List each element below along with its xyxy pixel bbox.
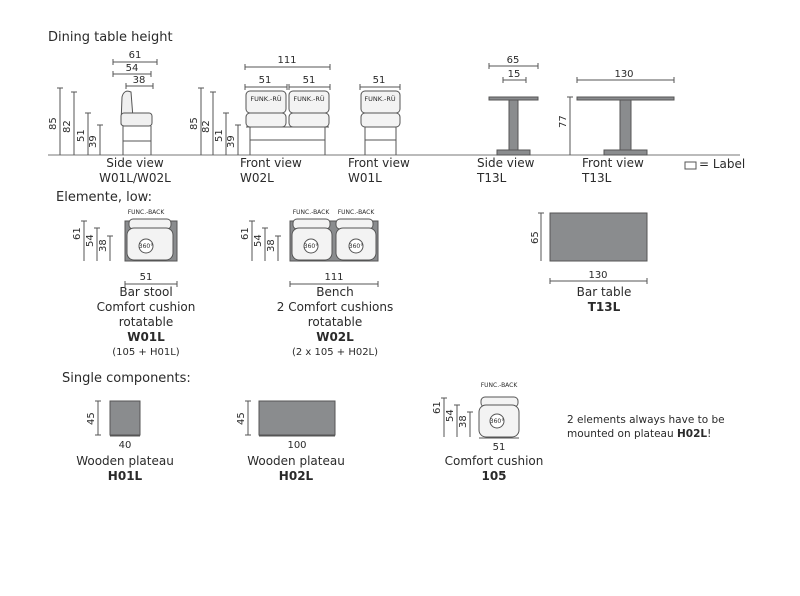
bar-table-plan [538, 212, 648, 284]
dim-height-85: 85 [48, 117, 59, 130]
dim-width-15: 15 [508, 69, 521, 80]
dim-54-cushion: 54 [445, 409, 456, 422]
side-view-stool-drawing [57, 59, 158, 155]
dim-width-51-stool: 51 [373, 75, 386, 86]
label-legend-text: = Label [699, 157, 746, 171]
label-legend-box [684, 161, 697, 170]
comfort-cushion-plan [441, 396, 520, 439]
dim-width-51-left: 51 [259, 75, 272, 86]
rotate-360-icon: 360° [349, 243, 363, 250]
heading-dining-table-height: Dining table height [48, 30, 173, 45]
dim-38: 38 [98, 239, 109, 252]
dim-54-bench: 54 [253, 234, 264, 247]
dim-height-51: 51 [76, 129, 87, 142]
dim-111-bench: 111 [324, 272, 343, 283]
plateau-h02l-plan [245, 400, 336, 437]
caption-plateau-h02l: Wooden plateau H02L [247, 454, 345, 483]
dim-width-111: 111 [277, 55, 296, 66]
front-view-bench-drawing [198, 64, 331, 155]
dim-51-cushion: 51 [493, 442, 506, 453]
dim-height-77: 77 [558, 115, 569, 128]
dim-height-85-bench: 85 [189, 117, 200, 130]
caption-comfort-cushion: Comfort cushion 105 [444, 454, 544, 483]
side-view-table-drawing [488, 63, 539, 156]
dim-130-table: 130 [588, 270, 607, 281]
rotate-360-icon: 360° [490, 418, 504, 425]
dim-38-cushion: 38 [458, 415, 469, 428]
heading-single-components: Single components: [62, 371, 191, 386]
dim-61-bench: 61 [240, 227, 251, 240]
dim-45-h01l: 45 [86, 412, 97, 425]
dim-width-51-right: 51 [303, 75, 316, 86]
dim-61-cushion: 61 [432, 401, 443, 414]
dim-height-82-bench: 82 [201, 120, 212, 133]
front-view-stool-drawing [359, 84, 401, 155]
caption-bar-table: Bar table T13L [576, 285, 632, 314]
func-back-label: FUNC.-BACK [128, 209, 166, 216]
dim-width-54: 54 [126, 63, 139, 74]
caption-plateau-h01l: Wooden plateau H01L [76, 454, 174, 483]
funk-label: FUNK.-RÜ [250, 94, 282, 103]
heading-elements-low: Elemente, low: [56, 190, 152, 205]
dim-width-61: 61 [129, 50, 142, 61]
dim-height-39: 39 [88, 135, 99, 148]
dim-61: 61 [72, 227, 83, 240]
func-back-label: FUNC.-BACK [338, 209, 376, 216]
dim-width-65: 65 [507, 55, 520, 66]
dim-height-39-bench: 39 [226, 135, 237, 148]
dim-54: 54 [85, 234, 96, 247]
dim-65-table: 65 [530, 231, 541, 244]
dim-width-130: 130 [614, 69, 633, 80]
dim-100-h02l: 100 [287, 440, 306, 451]
funk-label: FUNK.-RÜ [293, 94, 325, 103]
dim-45-h02l: 45 [236, 412, 247, 425]
caption-bar-stool: Bar stool Comfort cushion rotatable W01L… [96, 285, 196, 358]
dim-height-51-bench: 51 [214, 129, 225, 142]
plateau-h01l-plan [95, 400, 141, 437]
func-back-label: FUNC.-BACK [293, 209, 331, 216]
mounting-note: 2 elements always have to be mounted on … [567, 414, 725, 440]
bar-stool-plan [81, 218, 178, 287]
bench-plan [249, 218, 379, 287]
dim-width-38: 38 [133, 75, 146, 86]
funk-label: FUNK.-RÜ [364, 94, 396, 103]
caption-bench: Bench 2 Comfort cushions rotatable W02L … [276, 285, 394, 358]
rotate-360-icon: 360° [139, 243, 153, 250]
func-back-label: FUNC.-BACK [481, 382, 519, 389]
dim-height-82: 82 [62, 120, 73, 133]
dim-51: 51 [140, 272, 153, 283]
front-view-table-drawing [567, 77, 675, 156]
rotate-360-icon: 360° [304, 243, 318, 250]
dim-38-bench: 38 [266, 239, 277, 252]
dim-40-h01l: 40 [119, 440, 132, 451]
